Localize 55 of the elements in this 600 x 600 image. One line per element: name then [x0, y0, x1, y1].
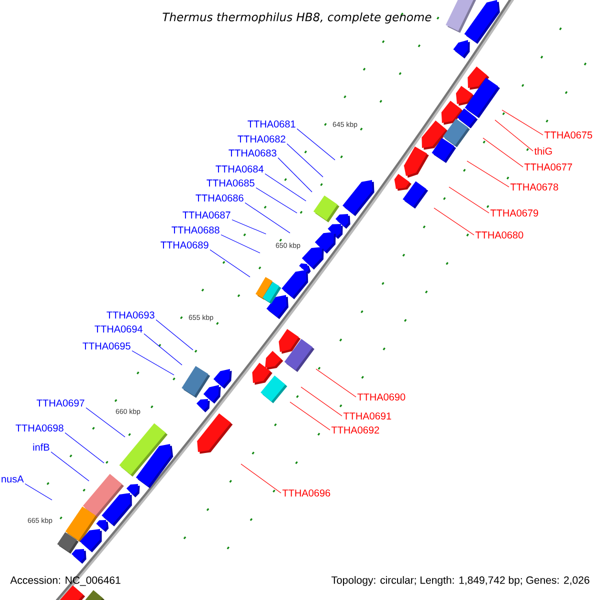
leader-line [290, 402, 330, 430]
leader-line [286, 143, 324, 178]
leader-line [494, 120, 534, 152]
gene-label: TTHA0690 [357, 393, 406, 401]
leader-line [232, 219, 266, 234]
gene-label: TTHA0693 [106, 311, 154, 319]
info-text: Accession: NC_006461 [10, 576, 120, 586]
gene-label: TTHA0689 [160, 241, 208, 249]
gene-label: TTHA0687 [182, 211, 230, 219]
leader-line [132, 350, 174, 376]
gene-label: TTHA0678 [510, 183, 558, 191]
leader-line [316, 368, 356, 398]
leader-line [448, 186, 490, 214]
leader-line [50, 452, 90, 482]
leader-line [64, 432, 104, 464]
leader-line [156, 319, 194, 350]
gene-label: TTHA0677 [524, 163, 572, 171]
gene-label: TTHA0694 [94, 325, 142, 333]
leader-line [256, 187, 298, 214]
gene-label: TTHA0683 [228, 149, 276, 157]
gene-label: TTHA0680 [475, 231, 524, 239]
gene-label: nusA [2, 476, 24, 482]
title: Thermus thermophilus HB8, complete genome [162, 12, 432, 24]
gene-label: TTHA0692 [331, 426, 380, 434]
gene-label: TTHA0691 [343, 412, 392, 420]
gene-label: TTHA0695 [82, 342, 130, 350]
gene-label: TTHA0682 [238, 135, 286, 143]
leader-line [220, 234, 260, 254]
gene-label: thiG [534, 147, 552, 155]
leader-line [296, 128, 336, 160]
gene-label: TTHA0698 [16, 424, 64, 432]
leader-line [24, 483, 52, 500]
gene-label: infB [33, 443, 50, 451]
gene-label: TTHA0681 [248, 120, 296, 128]
info-text: Topology: circular; Length: 1,849,742 bp; Genes: 2,026 [331, 576, 590, 586]
leader-line [86, 407, 126, 438]
gene-label: TTHA0696 [282, 489, 330, 497]
gene-label: TTHA0679 [490, 209, 538, 217]
leader-line [244, 202, 290, 234]
leader-line [210, 249, 250, 278]
gene-label: TTHA0675 [544, 131, 592, 139]
leader-line [300, 386, 342, 416]
leader-line [466, 160, 510, 188]
leader-line [264, 173, 306, 202]
gene-label: TTHA0686 [196, 194, 244, 202]
leader-line [482, 138, 524, 168]
leader-line [278, 157, 312, 192]
leader-line [502, 110, 544, 136]
gene-label: TTHA0684 [216, 165, 264, 173]
leader-line [144, 333, 182, 366]
leader-line [240, 464, 282, 494]
gene-label: TTHA0685 [206, 179, 254, 187]
leader-line [434, 208, 474, 236]
gene-label: TTHA0688 [172, 226, 220, 234]
gene-label: TTHA0697 [36, 399, 84, 407]
